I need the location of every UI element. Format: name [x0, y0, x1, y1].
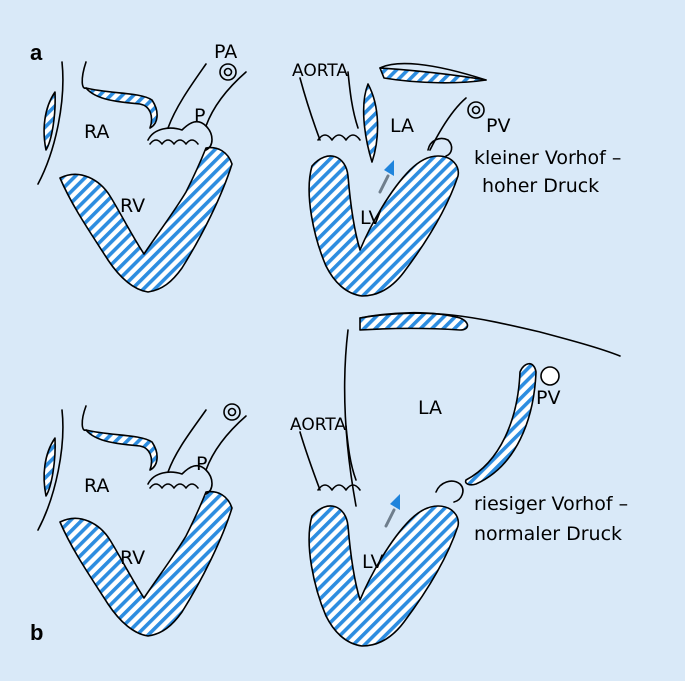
- la-septum-wall: [362, 83, 379, 163]
- pulmonary-valve-cusps: [149, 139, 199, 145]
- ra-roof-wall: [85, 87, 158, 129]
- panel-a-letter: a: [30, 40, 43, 65]
- panel-a-left-heart: AORTA LA LV PV: [292, 61, 510, 297]
- ra-wall: [43, 437, 56, 497]
- label-p: P: [196, 453, 207, 475]
- label-pv: PV: [486, 115, 510, 137]
- caption-b-line1: riesiger Vorhof –: [474, 493, 628, 515]
- ra-outline: [37, 61, 64, 185]
- mitral-valve-outline: [427, 137, 453, 157]
- pulmonary-valve-outline: [147, 464, 213, 495]
- lv-wall: [308, 155, 460, 297]
- panel-b: b RA RV P: [30, 311, 628, 647]
- ra-outline: [37, 409, 64, 531]
- label-rv: RV: [120, 547, 145, 569]
- pressure-arrow-icon: [378, 160, 394, 194]
- lv-wall: [308, 505, 460, 647]
- pa-vessel-icon: [223, 403, 241, 421]
- pa-vessel-icon: [219, 63, 237, 81]
- label-ra: RA: [84, 121, 109, 143]
- aortic-valve-cusps: [317, 484, 361, 491]
- ra-roof-outline: [81, 61, 87, 89]
- label-ra: RA: [84, 475, 109, 497]
- rv-wall: [59, 146, 233, 293]
- rv-wall: [59, 490, 233, 637]
- caption-a-line2: hoher Druck: [482, 175, 599, 197]
- aorta-outline: [299, 71, 359, 141]
- label-aorta: AORTA: [290, 415, 346, 435]
- label-p: P: [194, 105, 205, 127]
- ra-roof-outline: [81, 405, 87, 431]
- aorta-outline: [299, 425, 357, 491]
- panel-b-right-heart: RA RV P: [37, 403, 247, 637]
- label-lv: LV: [362, 551, 384, 573]
- label-aorta: AORTA: [292, 61, 348, 81]
- la-outline-top: [359, 312, 621, 357]
- pressure-arrow-icon: [384, 494, 400, 528]
- ra-wall: [43, 91, 56, 151]
- pv-vessel-icon: [467, 101, 485, 119]
- label-la: LA: [418, 397, 442, 419]
- pv-vessel-icon: [540, 366, 560, 386]
- mitral-valve-outline: [435, 480, 464, 503]
- label-rv: RV: [120, 195, 145, 217]
- panel-b-letter: b: [30, 620, 43, 645]
- label-la: LA: [390, 115, 414, 137]
- pulmonary-valve-cusps: [149, 483, 199, 489]
- label-pa: PA: [214, 41, 237, 63]
- label-lv: LV: [360, 207, 382, 229]
- panel-b-left-heart: AORTA LA LV PV: [290, 311, 621, 647]
- caption-a-line1: kleiner Vorhof –: [474, 147, 621, 169]
- label-pv: PV: [536, 387, 560, 409]
- pulmonary-valve-outline: [147, 120, 213, 151]
- pulmonary-artery-outline: [167, 409, 247, 473]
- panel-a: a RA RV P PA: [30, 40, 621, 297]
- ra-roof-wall: [85, 429, 158, 471]
- pulmonary-artery-outline: [167, 63, 247, 129]
- caption-b-line2: normaler Druck: [474, 523, 622, 545]
- la-outline: [379, 62, 487, 151]
- la-outline-left: [343, 329, 357, 507]
- la-posterior-wall: [464, 362, 537, 486]
- panel-a-right-heart: RA RV P PA: [37, 41, 247, 293]
- aortic-valve-cusps: [317, 134, 361, 141]
